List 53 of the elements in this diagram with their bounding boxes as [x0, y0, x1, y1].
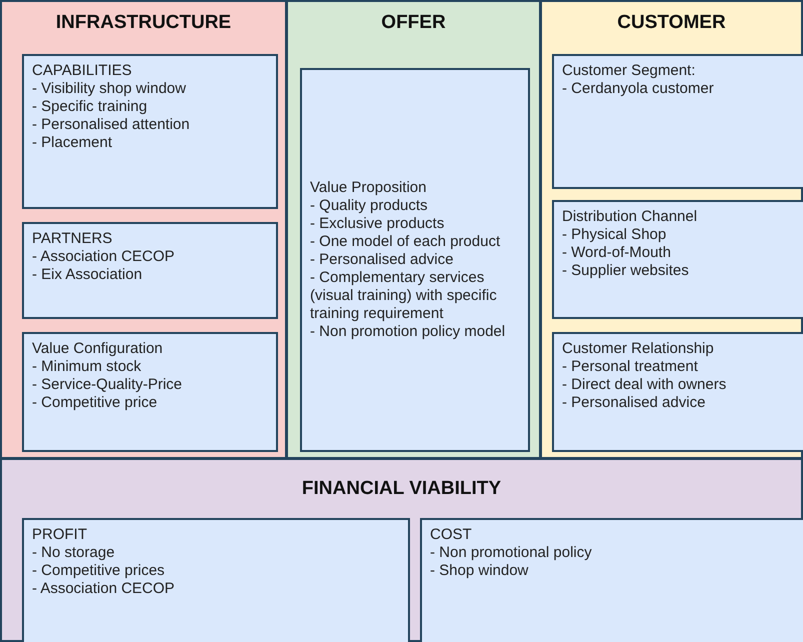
content-card [22, 54, 278, 209]
content-card [300, 68, 530, 452]
list-item: - Personalised attention [32, 116, 191, 134]
section-panel [0, 0, 287, 459]
list-item: - Placement [32, 134, 114, 152]
card-heading: CAPABILITIES [32, 62, 133, 80]
content-card [552, 200, 803, 319]
list-item: - Service-Quality-Price [32, 376, 184, 394]
content-card [420, 518, 803, 642]
list-item: - Word-of-Mouth [562, 244, 672, 262]
list-item: - Exclusive products [310, 215, 446, 233]
content-card [22, 332, 278, 452]
list-item: - Specific training [32, 98, 148, 116]
card-heading: PROFIT [32, 526, 88, 544]
list-item: - Competitive price [32, 394, 158, 412]
list-item: - Personal treatment [562, 358, 699, 376]
card-heading: Distribution Channel [562, 208, 698, 226]
list-item: - Association CECOP [32, 580, 176, 598]
section-heading: OFFER [380, 12, 447, 34]
card-heading: COST [430, 526, 473, 544]
content-card [552, 332, 803, 452]
card-heading: PARTNERS [32, 230, 114, 248]
list-item: - No storage [32, 544, 116, 562]
content-card [552, 54, 803, 189]
section-panel [540, 0, 803, 459]
list-item: - Quality products [310, 197, 429, 215]
list-item: - Visibility shop window [32, 80, 187, 98]
section-heading: INFRASTRUCTURE [54, 12, 232, 34]
list-item: - Personalised advice [562, 394, 706, 412]
content-card [22, 222, 278, 319]
list-item: - Physical Shop [562, 226, 668, 244]
list-item: - Competitive prices [32, 562, 166, 580]
list-item: - Shop window [430, 562, 530, 580]
list-item: - Direct deal with owners [562, 376, 728, 394]
section-heading: FINANCIAL VIABILITY [300, 478, 502, 500]
section-heading: CUSTOMER [616, 12, 727, 34]
list-item: - Non promotion policy model [310, 323, 506, 341]
card-heading: Value Proposition [310, 179, 428, 197]
card-heading: Value Configuration [32, 340, 164, 358]
list-item: - Supplier websites [562, 262, 690, 280]
list-item: - Complementary services (visual training) with specific training requirement [310, 269, 498, 323]
list-item: - Minimum stock [32, 358, 142, 376]
section-panel [0, 458, 803, 642]
section-panel [286, 0, 541, 459]
list-item: - Eix Association [32, 266, 144, 284]
card-heading: Customer Segment: [562, 62, 696, 80]
list-item: - Non promotional policy [430, 544, 593, 562]
content-card [22, 518, 410, 642]
card-heading: Customer Relationship [562, 340, 715, 358]
list-item: - Association CECOP [32, 248, 176, 266]
list-item: - Cerdanyola customer [562, 80, 715, 98]
list-item: - One model of each product [310, 233, 502, 251]
list-item: - Personalised advice [310, 251, 454, 269]
